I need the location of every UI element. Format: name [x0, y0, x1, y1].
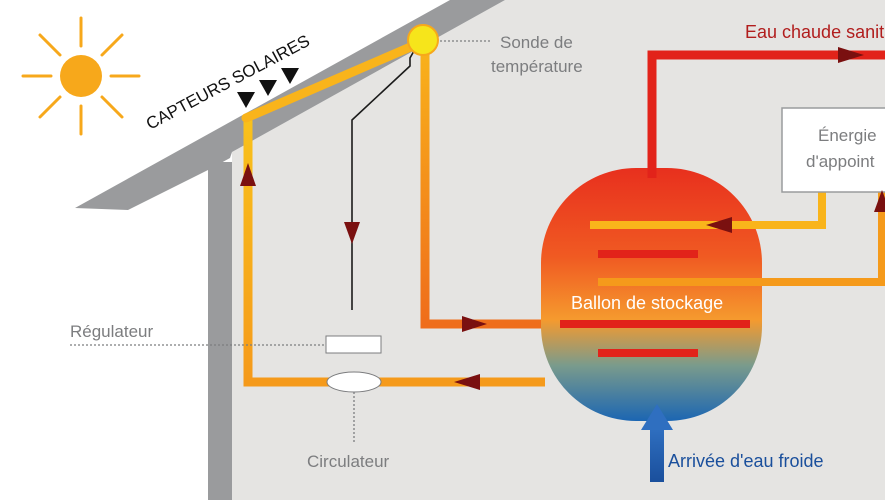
collector-supply-pipe	[420, 42, 560, 329]
sonde-label-line1: Sonde de	[500, 33, 573, 52]
collector-roof-pipe	[241, 37, 427, 123]
hot-water-outlet-pipe	[647, 50, 885, 178]
circulateur-label: Circulateur	[307, 452, 390, 471]
cold-water-arrow-icon	[641, 404, 673, 482]
auxiliary-loop-top	[590, 192, 826, 229]
flow-arrow-icon	[240, 47, 885, 390]
storage-tank	[541, 168, 762, 421]
arrivee-label: Arrivée d'eau froide	[668, 451, 824, 471]
ballon-label: Ballon de stockage	[571, 293, 723, 313]
sensor-wire	[351, 41, 420, 310]
regulateur-label: Régulateur	[70, 322, 154, 341]
energie-label-line2: d'appoint	[806, 152, 875, 171]
sun-icon	[21, 16, 141, 136]
auxiliary-loop-bottom	[598, 192, 885, 286]
temperature-probe-icon	[407, 24, 439, 56]
solar-panel-triangles-icon	[237, 68, 299, 108]
auxiliary-energy-box	[781, 107, 885, 193]
circulator-pump	[326, 371, 382, 393]
regulator-box	[325, 335, 382, 354]
flow-arrow-icon	[344, 222, 360, 244]
sonde-label-line2: température	[491, 57, 583, 76]
eau-chaude-label: Eau chaude sanitaire	[745, 22, 885, 42]
energie-label-line1: Énergie	[818, 126, 877, 145]
house-wall	[208, 162, 232, 500]
